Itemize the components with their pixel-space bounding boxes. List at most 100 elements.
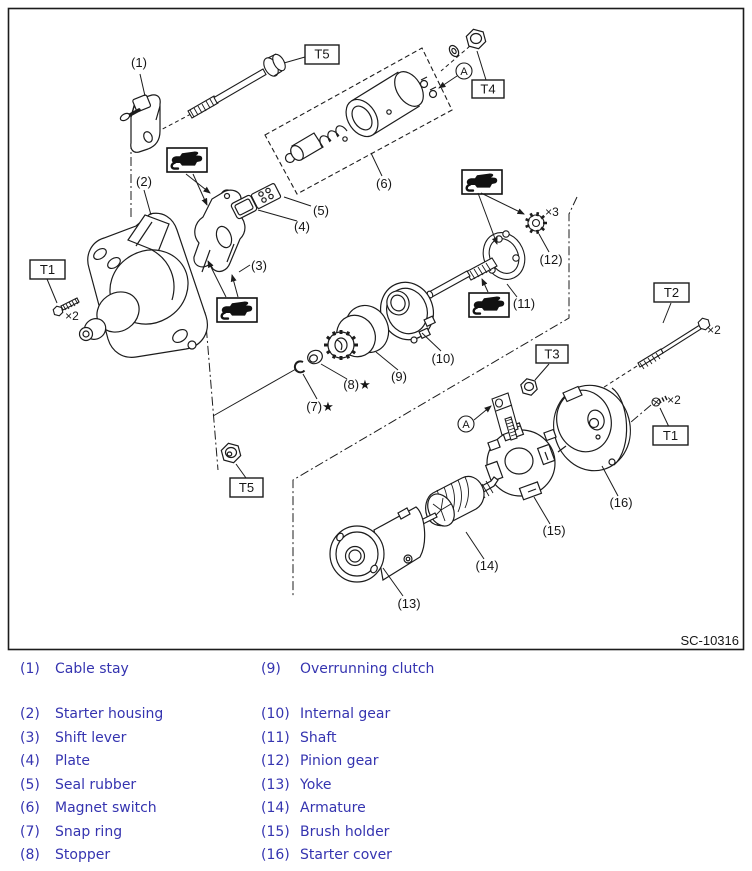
- tool-box-t1-left: [29, 259, 66, 280]
- callout-labels: (1) (2) (3) (4) (5) (6) (7)★ (8)★ (9) (1…: [131, 55, 633, 611]
- through-bolt-top-drawing: [187, 53, 286, 119]
- tool-boxes: T5 T4 T1 T2 T3 T1 T5: [29, 44, 690, 498]
- snap-ring-drawing: [293, 360, 306, 374]
- multiplier-t1-left: ×2: [65, 309, 79, 323]
- tool-label-t1-right: T1: [663, 428, 678, 443]
- tool-label-t4: T4: [480, 82, 495, 97]
- starter-housing-drawing: [78, 212, 208, 358]
- legend-name: Shift lever: [55, 730, 127, 746]
- legend-item: (14) Armature: [261, 800, 366, 817]
- internal-gear-drawing: [380, 281, 437, 344]
- legend-name: Cable stay: [55, 661, 129, 677]
- callout-6: (6): [376, 176, 392, 191]
- legend-number: (3): [20, 730, 40, 746]
- ref-letter-a-mid: A: [462, 419, 470, 431]
- callout-11: (11): [513, 296, 535, 311]
- callout-5: (5): [313, 203, 329, 218]
- magnet-switch-dashed-box: [264, 47, 453, 195]
- legend-number: (5): [20, 777, 40, 793]
- callout-7: (7)★: [306, 399, 334, 414]
- legend-number: (15): [261, 824, 290, 840]
- tool-label-t3: T3: [544, 347, 559, 362]
- exploded-diagram: T5 T4 T1 T2 T3 T1 T5 A A (1) (2) (3) (4)…: [7, 7, 745, 651]
- legend: (1) Cable stay (2) Starter housing (3) Shif…: [0, 652, 752, 871]
- leader-lines: [46, 50, 672, 597]
- legend-name: Pinion gear: [300, 753, 379, 769]
- bolt-t1-right-drawing: [651, 395, 668, 407]
- legend-number: (14): [261, 800, 290, 816]
- flange-nut-drawing: [220, 442, 242, 464]
- legend-item: (10)Internal gear: [261, 706, 390, 723]
- stopper-drawing: [307, 349, 323, 365]
- callout-13: (13): [397, 596, 420, 611]
- legend-name: Starter cover: [300, 847, 392, 863]
- callout-14: (14): [475, 558, 498, 573]
- legend-name: Snap ring: [55, 824, 123, 840]
- tool-box-t1-right: [652, 425, 689, 446]
- yoke-drawing: [329, 506, 426, 583]
- legend-number: (13): [261, 777, 290, 793]
- legend-name: Armature: [300, 800, 366, 816]
- legend-number: (16): [261, 847, 290, 863]
- tool-label-t5-bottom: T5: [239, 480, 254, 495]
- tool-box-t4: [471, 79, 505, 99]
- multiplier-labels: ×2 ×3 ×2 ×2: [65, 205, 721, 407]
- grease-icon: [460, 168, 504, 196]
- legend-number: (12): [261, 753, 290, 769]
- callout-10: (10): [431, 351, 454, 366]
- legend-name: Plate: [55, 753, 91, 769]
- callout-12: (12): [539, 252, 562, 267]
- grease-icon: [215, 296, 259, 324]
- callout-9: (9): [391, 369, 407, 384]
- terminal-bracket-drawing: [491, 392, 519, 441]
- tool-label-t5-top: T5: [314, 47, 329, 62]
- legend-number: (2): [20, 706, 40, 722]
- tool-label-t1-left: T1: [40, 262, 55, 277]
- legend-item: (4)Plate: [20, 753, 90, 770]
- callout-16: (16): [609, 495, 632, 510]
- legend-item: (5) Seal rubber: [20, 777, 136, 794]
- legend-item: (7) Snap ring: [20, 824, 122, 841]
- multiplier-pinion: ×3: [545, 205, 559, 219]
- multiplier-t1-right: ×2: [667, 393, 681, 407]
- grease-icon: [165, 146, 209, 174]
- callout-15: (15): [542, 523, 565, 538]
- legend-number: (7): [20, 824, 40, 840]
- legend-item: (13) Yoke: [261, 777, 331, 794]
- tool-box-t3: [535, 344, 569, 364]
- legend-item: (3) Shift lever: [20, 730, 126, 747]
- legend-number: (11): [261, 730, 290, 746]
- callout-3: (3): [251, 258, 267, 273]
- callout-8: (8)★: [343, 377, 371, 392]
- overrunning-clutch-drawing: [324, 304, 390, 360]
- cable-stay-drawing: [119, 94, 161, 153]
- tool-box-t2: [653, 282, 690, 303]
- legend-name: Starter housing: [55, 706, 164, 722]
- callout-1: (1): [131, 55, 147, 70]
- legend-name: Stopper: [55, 847, 111, 863]
- ref-letter-a-top: A: [460, 66, 468, 78]
- legend-item: (16) Starter cover: [261, 847, 392, 864]
- legend-item: (11)Shaft: [261, 730, 337, 747]
- legend-number: (10): [261, 706, 290, 722]
- bolt-t2-drawing: [637, 317, 711, 370]
- tool-box-t5-top: [304, 44, 340, 65]
- legend-number: (9): [261, 661, 281, 677]
- legend-item: (9)Overrunning clutch: [261, 661, 434, 678]
- legend-item: (8)Stopper: [20, 847, 110, 864]
- callout-2: (2): [136, 174, 152, 189]
- terminal-nut-drawing: [448, 28, 487, 58]
- legend-number: (1): [20, 661, 40, 677]
- shaft-drawing: [426, 230, 526, 299]
- magnet-switch-drawing: [284, 71, 438, 164]
- legend-item: (6)Magnet switch: [20, 800, 157, 817]
- legend-item: (12) Pinion gear: [261, 753, 379, 770]
- legend-name: Yoke: [300, 777, 332, 793]
- bolt-t1-left-drawing: [52, 297, 80, 317]
- legend-name: Brush holder: [300, 824, 390, 840]
- multiplier-t2: ×2: [707, 323, 721, 337]
- separator-lines: [130, 45, 652, 598]
- pinion-gear-drawing: [525, 211, 547, 235]
- legend-name: Seal rubber: [55, 777, 137, 793]
